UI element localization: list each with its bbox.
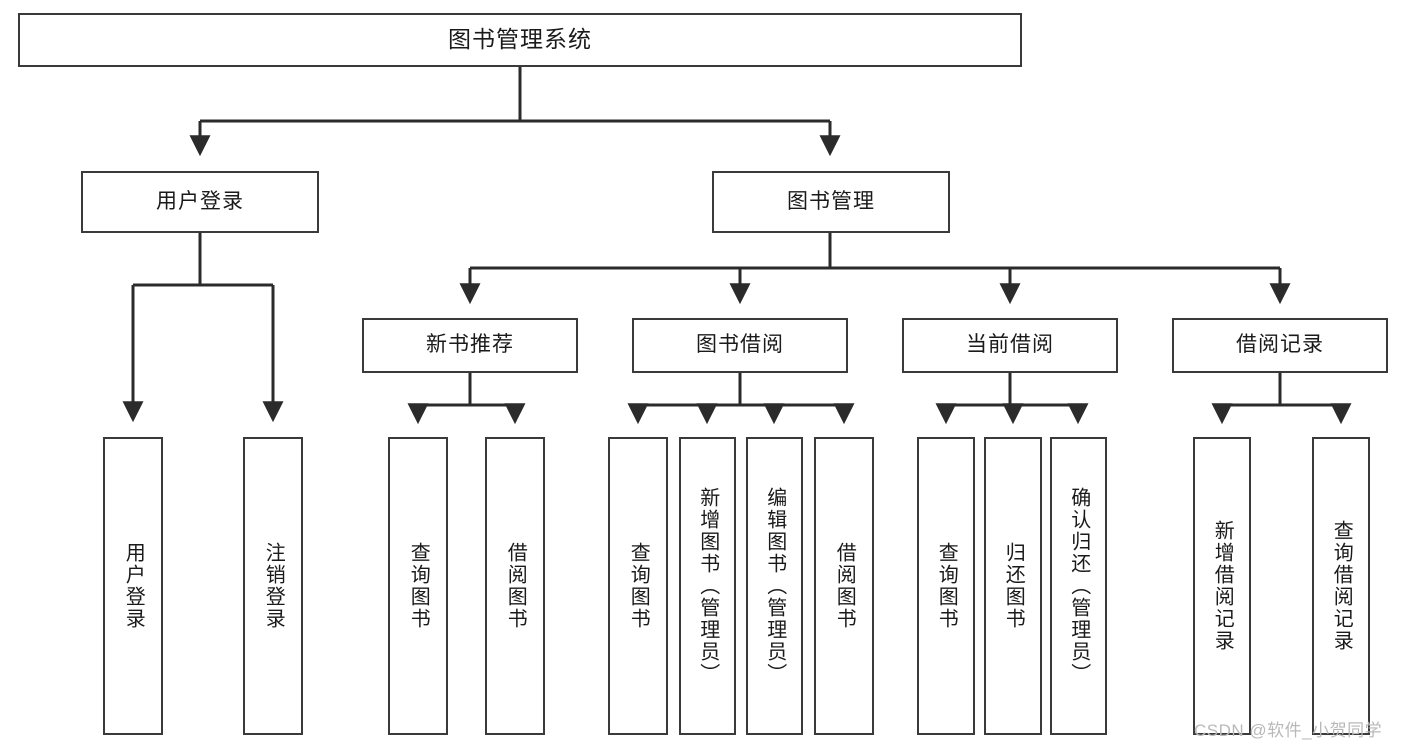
node-leaf-query-book-1-label: 查询图书 <box>407 542 430 630</box>
node-user-login[interactable]: 用户登录 <box>81 171 319 233</box>
node-leaf-add-book-label: 新增图书（管理员） <box>696 487 719 685</box>
node-book-borrow[interactable]: 图书借阅 <box>632 318 848 373</box>
node-leaf-query-book-3-label: 查询图书 <box>935 542 958 630</box>
node-book-manage-label: 图书管理 <box>787 189 875 213</box>
node-new-book-rec-label: 新书推荐 <box>426 333 514 357</box>
node-leaf-query-record[interactable]: 查询借阅记录 <box>1312 437 1370 735</box>
node-leaf-return-book-label: 归还图书 <box>1002 542 1025 630</box>
node-leaf-query-record-label: 查询借阅记录 <box>1330 520 1353 652</box>
node-current-borrow[interactable]: 当前借阅 <box>902 318 1118 373</box>
node-book-manage[interactable]: 图书管理 <box>712 171 950 233</box>
node-leaf-confirm-return-label: 确认归还（管理员） <box>1067 487 1090 685</box>
node-user-login-label: 用户登录 <box>156 189 244 213</box>
node-root-label: 图书管理系统 <box>448 26 592 53</box>
node-leaf-confirm-return[interactable]: 确认归还（管理员） <box>1050 437 1107 735</box>
node-leaf-logout-label: 注销登录 <box>262 542 285 630</box>
node-root[interactable]: 图书管理系统 <box>18 13 1022 67</box>
node-current-borrow-label: 当前借阅 <box>966 333 1054 357</box>
node-leaf-add-record[interactable]: 新增借阅记录 <box>1193 437 1251 735</box>
csdn-watermark-text: CSDN @软件_小贺同学 <box>1194 721 1383 740</box>
node-leaf-edit-book-label: 编辑图书（管理员） <box>763 487 786 685</box>
node-leaf-user-login[interactable]: 用户登录 <box>103 437 163 735</box>
node-leaf-return-book[interactable]: 归还图书 <box>984 437 1042 735</box>
node-new-book-rec[interactable]: 新书推荐 <box>362 318 578 373</box>
node-leaf-add-book[interactable]: 新增图书（管理员） <box>679 437 736 735</box>
node-leaf-query-book-1[interactable]: 查询图书 <box>388 437 448 735</box>
node-leaf-borrow-book-1-label: 借阅图书 <box>504 542 527 630</box>
node-borrow-record-label: 借阅记录 <box>1236 333 1324 357</box>
node-leaf-query-book-2[interactable]: 查询图书 <box>608 437 668 735</box>
node-leaf-user-login-label: 用户登录 <box>122 542 145 630</box>
node-leaf-query-book-2-label: 查询图书 <box>627 542 650 630</box>
node-leaf-borrow-book-2[interactable]: 借阅图书 <box>814 437 874 735</box>
node-leaf-edit-book[interactable]: 编辑图书（管理员） <box>746 437 803 735</box>
node-book-borrow-label: 图书借阅 <box>696 333 784 357</box>
node-borrow-record[interactable]: 借阅记录 <box>1172 318 1388 373</box>
node-leaf-query-book-3[interactable]: 查询图书 <box>917 437 975 735</box>
csdn-watermark: CSDN @软件_小贺同学 <box>1194 716 1382 741</box>
node-leaf-borrow-book-1[interactable]: 借阅图书 <box>485 437 545 735</box>
node-leaf-borrow-book-2-label: 借阅图书 <box>833 542 856 630</box>
node-leaf-logout[interactable]: 注销登录 <box>243 437 303 735</box>
node-leaf-add-record-label: 新增借阅记录 <box>1211 520 1234 652</box>
